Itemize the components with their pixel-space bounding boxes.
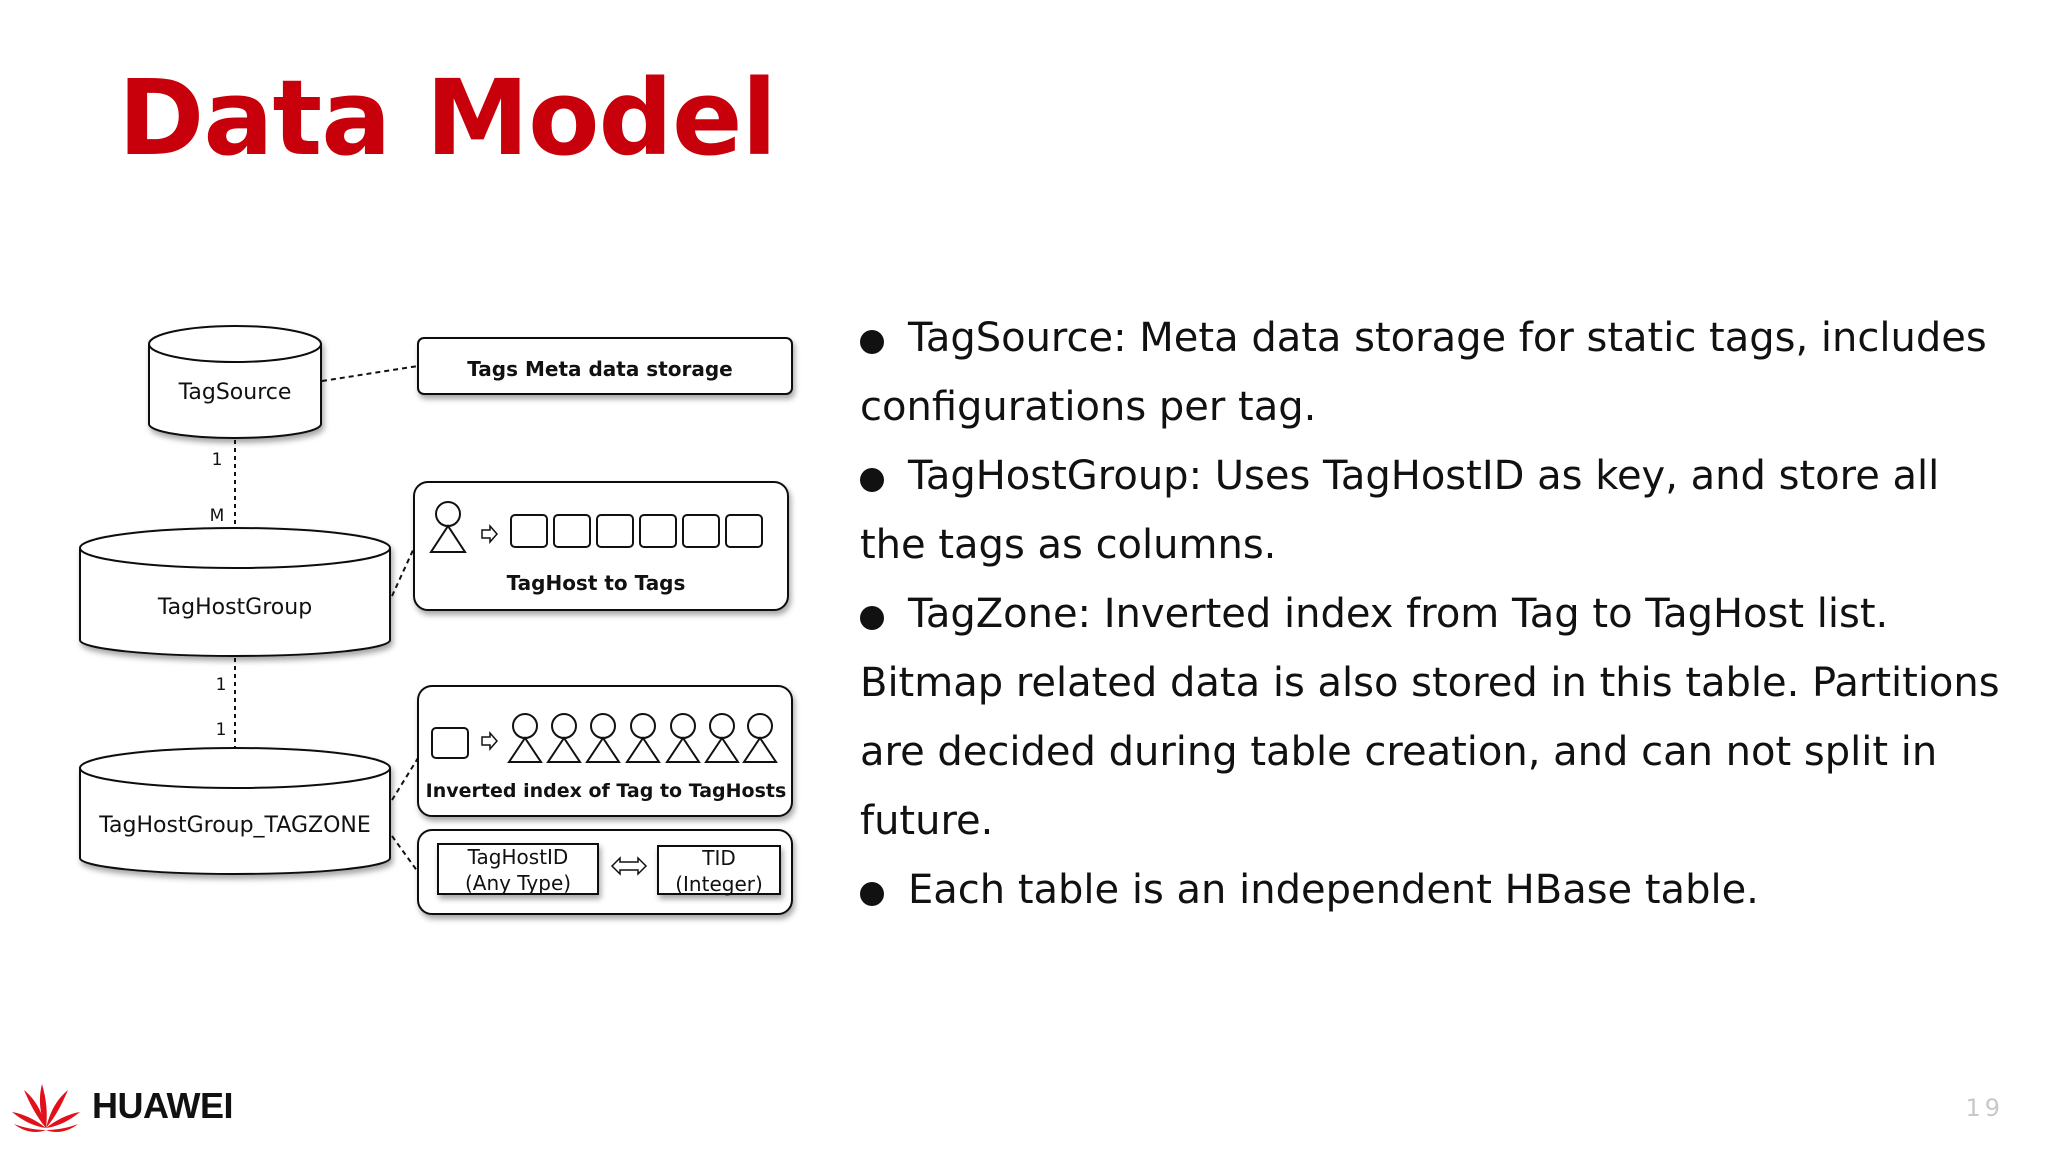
- taghostgroup-label: TagHostGroup: [157, 595, 312, 620]
- tagzone-label: TagHostGroup_TAGZONE: [98, 813, 371, 838]
- taghostid-label: TagHostID: [467, 845, 569, 869]
- arrow-icon: [481, 524, 498, 544]
- relation-label-m: M: [210, 506, 225, 526]
- tid-box: [657, 845, 781, 895]
- relation-label-1: 1: [216, 720, 227, 740]
- relation-label-1: 1: [212, 450, 223, 470]
- bullet-list: TagSource: Meta data storage for static …: [860, 304, 2000, 925]
- taghostgroup-cylinder: [79, 527, 391, 657]
- tid-label: TID: [701, 846, 736, 870]
- taghostid-type-label: (Any Type): [465, 871, 571, 895]
- huawei-logo: HUAWEI: [10, 1078, 234, 1134]
- taghost-people-icons: [507, 713, 778, 763]
- bullet-hbase: Each table is an independent HBase table…: [860, 856, 2000, 925]
- tag-squares: [510, 514, 763, 548]
- tid-type-label: (Integer): [675, 872, 763, 896]
- relation-label-1: 1: [216, 675, 227, 695]
- person-icon: [429, 501, 467, 553]
- huawei-flower-icon: [12, 1084, 80, 1132]
- slide-title: Data Model: [118, 57, 777, 179]
- double-arrow-icon: [610, 856, 648, 876]
- tagzone-cylinder: [79, 747, 391, 875]
- bullet-tagzone: TagZone: Inverted index from Tag to TagH…: [860, 580, 2000, 856]
- connector-zone-inverted: [391, 757, 419, 801]
- connector-tagsource-meta: [321, 365, 419, 382]
- tagsource-cylinder: [148, 325, 322, 439]
- bullet-tagsource: TagSource: Meta data storage for static …: [860, 304, 2000, 442]
- tag-square-icon: [431, 727, 469, 759]
- page-number: 19: [1965, 1094, 2004, 1122]
- meta-storage-box: [417, 337, 793, 395]
- inverted-index-box: [417, 685, 793, 817]
- inverted-index-label: Inverted index of Tag to TagHosts: [426, 780, 787, 802]
- arrow-icon: [481, 731, 498, 751]
- connector-zone-mapping: [391, 835, 419, 873]
- connector-group-taghost: [391, 547, 415, 597]
- bullet-taghostgroup: TagHostGroup: Uses TagHostID as key, and…: [860, 442, 2000, 580]
- taghostid-box: [437, 843, 599, 895]
- meta-storage-label: Tags Meta data storage: [467, 357, 733, 381]
- logo-wordmark: HUAWEI: [92, 1085, 234, 1126]
- tagsource-label: TagSource: [178, 380, 292, 405]
- taghost-to-tags-label: TagHost to Tags: [507, 571, 686, 595]
